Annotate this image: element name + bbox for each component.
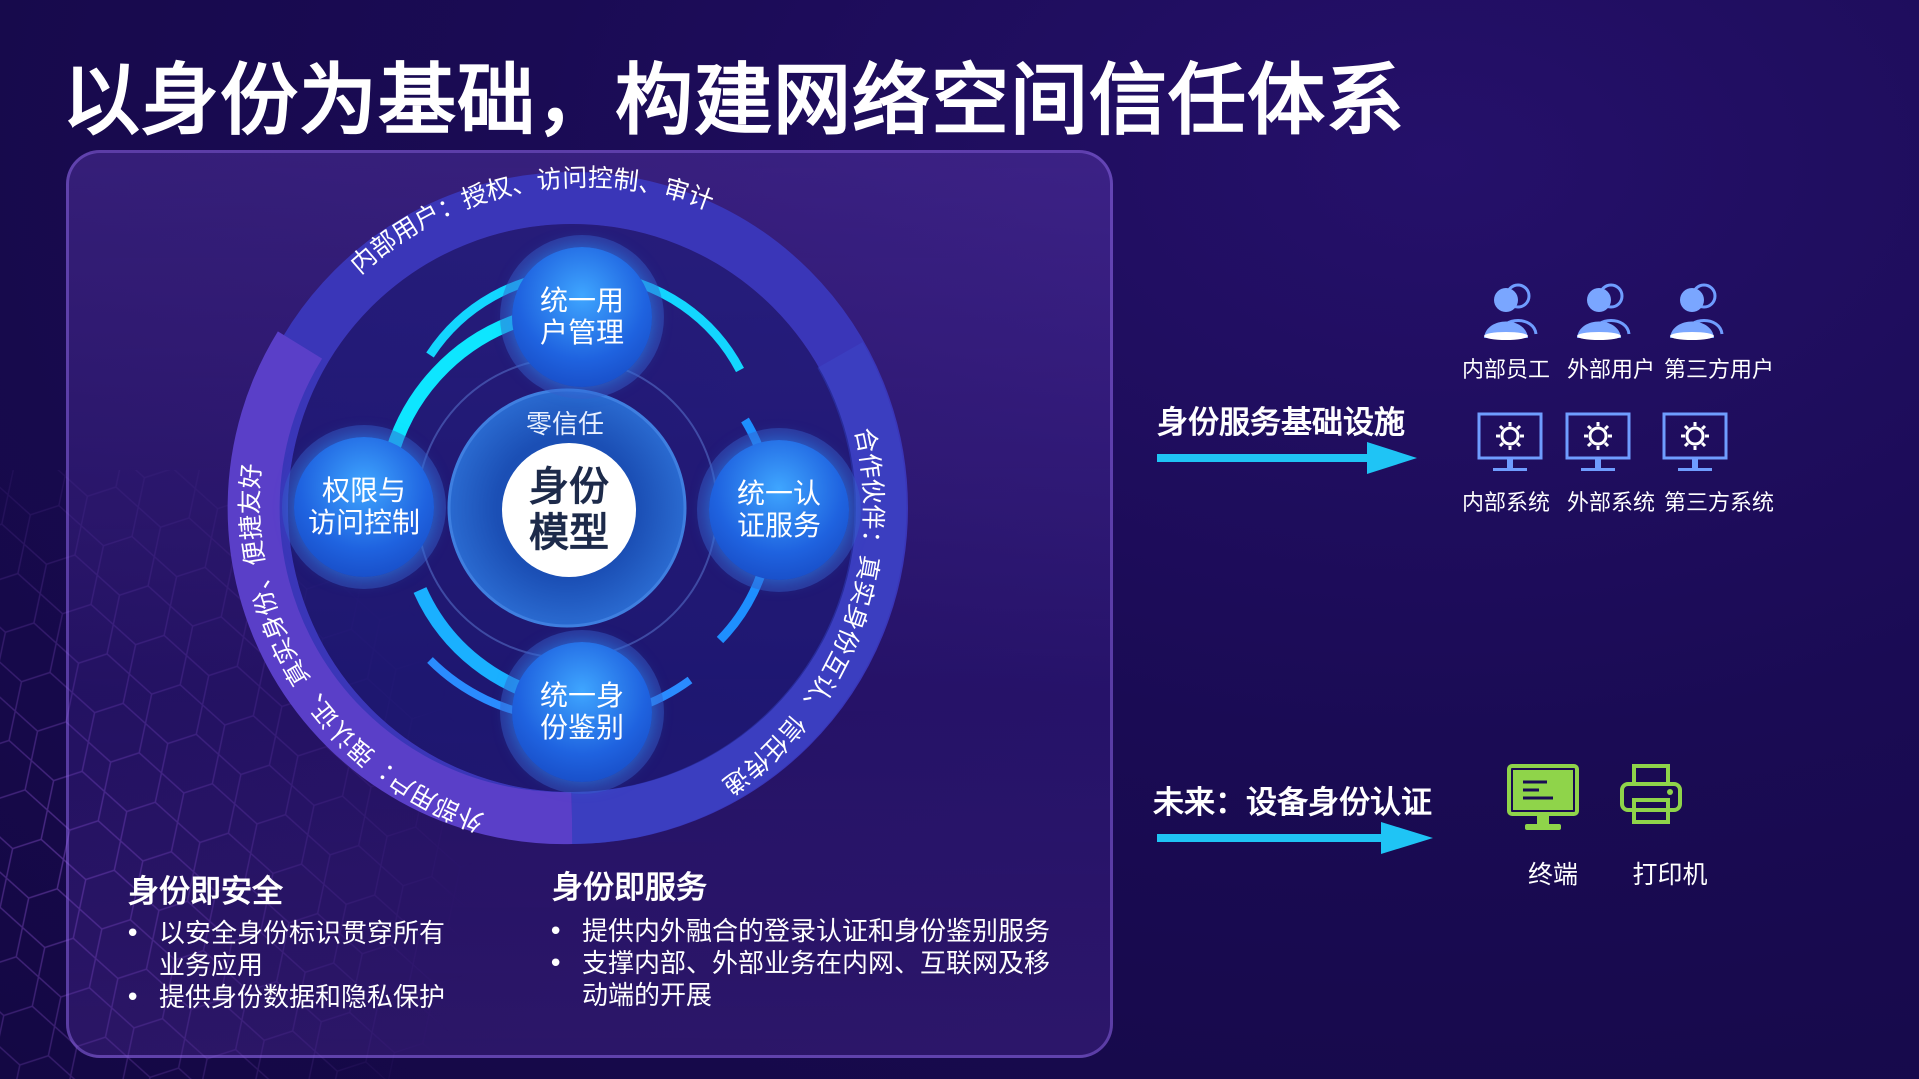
- system-label-external: 外部系统: [1566, 491, 1655, 516]
- service-item-1: 提供内外融合的登录认证和身份鉴别服务: [548, 916, 1088, 948]
- outer-ring-accent-right: [571, 342, 907, 844]
- node-user-management-line2: 户管理: [539, 316, 624, 349]
- service-item-2-line1: 支撑内部、外部业务在内网、互联网及移: [582, 949, 1051, 979]
- service-heading: 身份即服务: [552, 870, 707, 906]
- service-item-1-line1: 提供内外融合的登录认证和身份鉴别服务: [582, 917, 1051, 947]
- node-auth-service-line1: 统一认: [736, 477, 821, 510]
- security-item-1-line1: 以安全身份标识贯穿所有: [159, 919, 446, 949]
- future-heading: 未来：设备身份认证: [1153, 785, 1432, 821]
- external-user-icon: [1577, 283, 1631, 340]
- internal-employee-icon: [1484, 283, 1538, 340]
- third-party-system-monitor-icon: [1662, 412, 1728, 471]
- user-label-internal: 内部员工: [1461, 358, 1550, 383]
- system-label-third-party: 第三方系统: [1664, 491, 1775, 516]
- terminal-monitor-icon: [1507, 764, 1579, 830]
- node-user-management-line1: 统一用: [539, 284, 624, 317]
- system-label-internal: 内部系统: [1461, 491, 1550, 516]
- node-access-control: 权限与访问控制: [294, 437, 434, 577]
- device-label-printer: 打印机: [1632, 860, 1708, 889]
- node-access-control-line1: 权限与: [321, 474, 406, 507]
- third-party-user-icon: [1670, 283, 1724, 340]
- security-item-1-line2: 业务应用: [159, 951, 264, 981]
- internal-system-monitor-icon: [1477, 412, 1543, 471]
- node-identity-verification: 统一身份鉴别: [512, 642, 652, 782]
- cyan-arc-upper-left: [383, 313, 523, 462]
- node-auth-service-line2: 证服务: [736, 509, 821, 542]
- core-line-1: 身份: [529, 464, 609, 510]
- user-label-external: 外部用户: [1566, 358, 1655, 383]
- node-auth-service: 统一认证服务: [709, 440, 849, 580]
- node-access-control-line2: 访问控制: [307, 506, 420, 539]
- security-item-2: 提供身份数据和隐私保护: [125, 982, 525, 1014]
- identity-model-core: 身份 模型: [502, 443, 636, 577]
- future-arrow: [1157, 822, 1433, 854]
- printer-icon: [1620, 764, 1682, 824]
- service-item-2-line2: 动端的开展: [582, 981, 713, 1011]
- external-system-monitor-icon: [1565, 412, 1631, 471]
- security-item-2-line1: 提供身份数据和隐私保护: [159, 983, 446, 1013]
- security-heading: 身份即安全: [128, 874, 283, 910]
- node-bg-user-management: [512, 247, 652, 387]
- user-label-third-party: 第三方用户: [1664, 358, 1775, 383]
- node-identity-verification-line1: 统一身: [539, 679, 624, 712]
- infra-arrow: [1157, 442, 1417, 474]
- outer-ring-accent-left: [227, 331, 573, 845]
- core-line-2: 模型: [529, 510, 609, 556]
- node-bg-identity-verification: [512, 642, 652, 782]
- service-list: 提供内外融合的登录认证和身份鉴别服务 支撑内部、外部业务在内网、互联网及移动端的…: [548, 916, 1088, 1012]
- node-identity-verification-line2: 份鉴别: [539, 711, 624, 744]
- node-user-management: 统一用户管理: [512, 247, 652, 387]
- device-label-terminal: 终端: [1527, 860, 1578, 889]
- page-title: 以身份为基础，构建网络空间信任体系: [62, 56, 1406, 146]
- node-bg-auth-service: [709, 440, 849, 580]
- zero-trust-label: 零信任: [526, 410, 605, 440]
- infra-heading: 身份服务基础设施: [1157, 405, 1405, 441]
- node-bg-access-control: [294, 437, 434, 577]
